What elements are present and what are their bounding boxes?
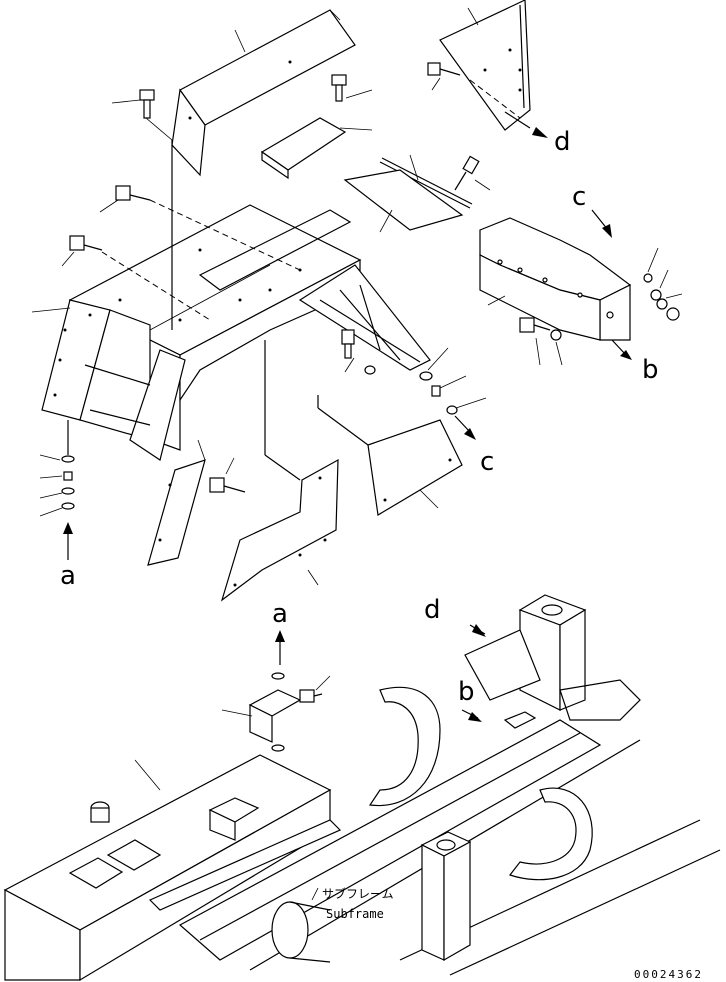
lower-panel-right xyxy=(367,419,463,516)
diagonal-brace xyxy=(298,264,431,371)
lower-panel-left xyxy=(147,439,206,566)
drawing-number: 00024362 xyxy=(634,968,703,981)
fender-right xyxy=(509,787,593,881)
label-d-frame: d xyxy=(424,595,441,625)
seal-plate xyxy=(343,169,464,233)
small-bracket-upper xyxy=(260,117,373,180)
fender-left xyxy=(368,686,441,807)
label-a-top: a xyxy=(60,561,76,591)
bolt-left-1 xyxy=(99,185,301,271)
bracket-c xyxy=(479,217,632,341)
label-a-bottom: a xyxy=(272,599,288,629)
bolt-center xyxy=(341,329,376,375)
lower-panel-center xyxy=(220,458,339,602)
bolt-center-top xyxy=(454,155,491,191)
tank-bracket xyxy=(208,797,260,841)
subframe-label-jp: サブフレーム xyxy=(322,886,394,901)
bolt-right xyxy=(519,317,563,366)
fasteners-c xyxy=(419,347,487,415)
label-b-right: b xyxy=(642,355,659,385)
top-cover-plate xyxy=(171,9,356,177)
bolt-mount xyxy=(299,675,331,703)
subframe-label-en: Subframe xyxy=(326,907,384,921)
cylinder xyxy=(271,901,331,963)
tower-right xyxy=(518,594,641,721)
label-c-upper: c xyxy=(572,182,586,212)
tower-center xyxy=(420,831,472,962)
bolt-upper-left xyxy=(111,89,173,141)
bolt-upper-middle xyxy=(331,74,373,102)
label-c-lower: c xyxy=(480,447,494,477)
bolt-left-2 xyxy=(61,235,211,321)
side-plate-d xyxy=(439,0,531,131)
washers-right xyxy=(643,247,683,321)
main-box-frame xyxy=(31,204,362,461)
label-d-upper: d xyxy=(554,127,571,157)
fastener-stack-left xyxy=(39,420,75,517)
label-b-frame: b xyxy=(458,677,475,707)
seal-strip xyxy=(379,154,473,209)
bolt-d xyxy=(427,62,461,91)
bolt-lower-center xyxy=(209,457,246,493)
